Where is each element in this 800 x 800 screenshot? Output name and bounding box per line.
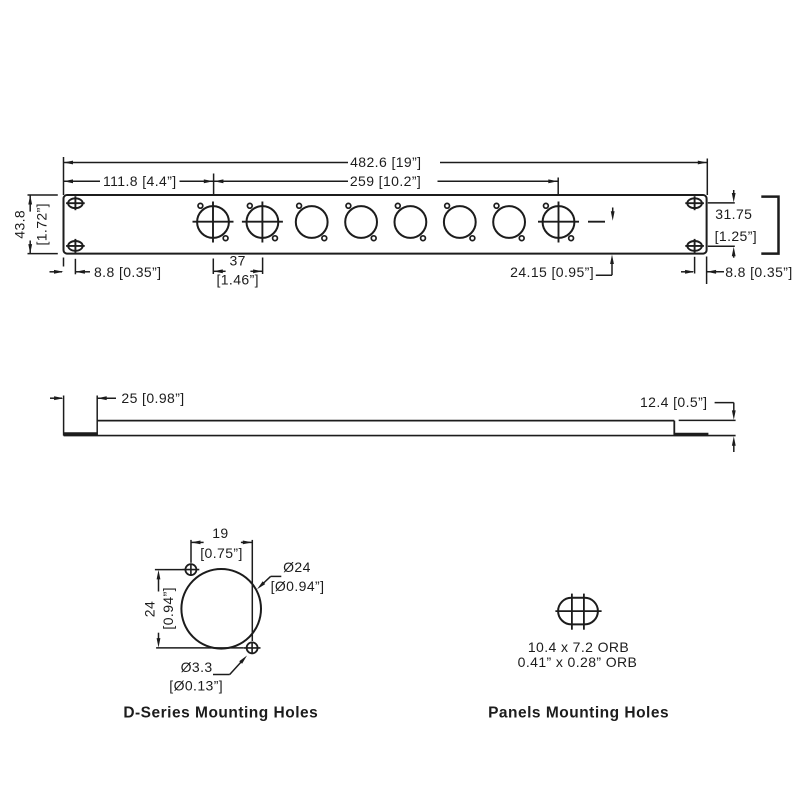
svg-text:0.41” x 0.28” ORB: 0.41” x 0.28” ORB	[518, 654, 638, 670]
svg-text:[1.46”]: [1.46”]	[216, 271, 259, 287]
svg-text:111.8 [4.4”]: 111.8 [4.4”]	[103, 173, 177, 189]
svg-text:[1.72”]: [1.72”]	[34, 203, 50, 246]
svg-text:31.75: 31.75	[715, 206, 752, 222]
svg-text:8.8 [0.35”]: 8.8 [0.35”]	[725, 264, 792, 280]
svg-text:Panels Mounting Holes: Panels Mounting Holes	[488, 704, 669, 721]
svg-text:12.4 [0.5”]: 12.4 [0.5”]	[640, 394, 707, 410]
svg-text:24.15 [0.95”]: 24.15 [0.95”]	[510, 264, 594, 280]
svg-text:8.8 [0.35”]: 8.8 [0.35”]	[94, 264, 161, 280]
svg-text:19: 19	[212, 525, 228, 541]
svg-text:[Ø0.94”]: [Ø0.94”]	[271, 578, 325, 594]
svg-text:24: 24	[141, 601, 157, 617]
svg-text:259 [10.2”]: 259 [10.2”]	[350, 173, 421, 189]
svg-text:25 [0.98”]: 25 [0.98”]	[121, 390, 184, 406]
svg-text:[Ø0.13”]: [Ø0.13”]	[169, 678, 223, 694]
svg-text:D-Series Mounting Holes: D-Series Mounting Holes	[123, 704, 318, 721]
svg-text:37: 37	[230, 253, 246, 269]
svg-text:[0.75”]: [0.75”]	[200, 545, 243, 561]
svg-text:10.4 x 7.2 ORB: 10.4 x 7.2 ORB	[528, 639, 629, 655]
svg-text:482.6 [19”]: 482.6 [19”]	[350, 154, 421, 170]
svg-text:Ø3.3: Ø3.3	[181, 659, 213, 675]
svg-text:43.8: 43.8	[12, 210, 28, 239]
svg-text:Ø24: Ø24	[283, 559, 311, 575]
svg-text:[0.94”]: [0.94”]	[160, 587, 176, 630]
svg-text:[1.25”]: [1.25”]	[715, 228, 758, 244]
